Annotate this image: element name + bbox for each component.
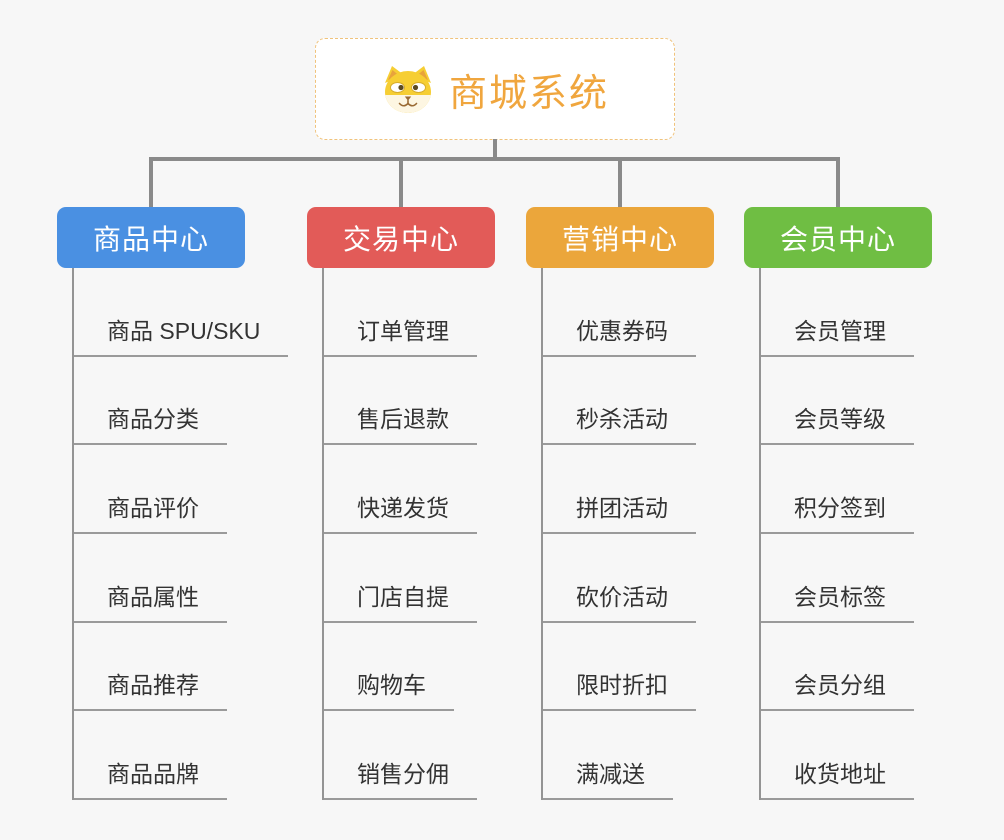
- leaf-node[interactable]: 限时折扣: [543, 623, 696, 712]
- leaf-node[interactable]: 快递发货: [324, 445, 477, 534]
- connector-drop-branch-4: [836, 157, 840, 207]
- leaf-node[interactable]: 订单管理: [324, 268, 477, 357]
- leaf-node[interactable]: 积分签到: [761, 445, 914, 534]
- branch-column-member-center: 会员管理 会员等级 积分签到 会员标签 会员分组 收货地址: [759, 268, 914, 800]
- leaf-node[interactable]: 门店自提: [324, 534, 477, 623]
- leaf-node[interactable]: 满减送: [543, 711, 673, 800]
- branch-column-marketing-center: 优惠券码 秒杀活动 拼团活动 砍价活动 限时折扣 满减送: [541, 268, 696, 800]
- leaf-node[interactable]: 收货地址: [761, 711, 914, 800]
- leaf-node[interactable]: 商品推荐: [74, 623, 227, 712]
- leaf-node[interactable]: 销售分佣: [324, 711, 477, 800]
- leaf-node[interactable]: 拼团活动: [543, 445, 696, 534]
- leaf-node[interactable]: 商品属性: [74, 534, 227, 623]
- leaf-node[interactable]: 秒杀活动: [543, 357, 696, 446]
- root-node-title: 商城系统: [448, 72, 609, 115]
- branch-column-trade-center: 订单管理 售后退款 快递发货 门店自提 购物车 销售分佣: [322, 268, 477, 800]
- root-node[interactable]: 商城系统: [315, 38, 675, 140]
- dog-face-icon: [384, 66, 431, 113]
- connector-drop-branch-3: [618, 157, 622, 207]
- leaf-node[interactable]: 会员分组: [761, 623, 914, 712]
- leaf-node[interactable]: 购物车: [324, 623, 454, 712]
- branch-node-product-center[interactable]: 商品中心: [57, 207, 245, 268]
- branch-node-marketing-center[interactable]: 营销中心: [526, 207, 714, 268]
- branch-node-member-center[interactable]: 会员中心: [744, 207, 932, 268]
- leaf-node[interactable]: 商品评价: [74, 445, 227, 534]
- leaf-node[interactable]: 商品品牌: [74, 711, 227, 800]
- leaf-node[interactable]: 商品分类: [74, 357, 227, 446]
- leaf-node[interactable]: 优惠券码: [543, 268, 696, 357]
- connector-drop-branch-2: [399, 157, 403, 207]
- connector-horizontal-bus: [149, 157, 840, 161]
- leaf-node[interactable]: 会员等级: [761, 357, 914, 446]
- connector-drop-branch-1: [149, 157, 153, 207]
- leaf-node[interactable]: 售后退款: [324, 357, 477, 446]
- leaf-node[interactable]: 砍价活动: [543, 534, 696, 623]
- leaf-node[interactable]: 会员标签: [761, 534, 914, 623]
- leaf-node[interactable]: 商品 SPU/SKU: [74, 268, 289, 357]
- connector-root-stub: [493, 139, 497, 161]
- branch-column-product-center: 商品 SPU/SKU 商品分类 商品评价 商品属性 商品推荐 商品品牌: [72, 268, 289, 800]
- branch-node-trade-center[interactable]: 交易中心: [307, 207, 495, 268]
- leaf-node[interactable]: 会员管理: [761, 268, 914, 357]
